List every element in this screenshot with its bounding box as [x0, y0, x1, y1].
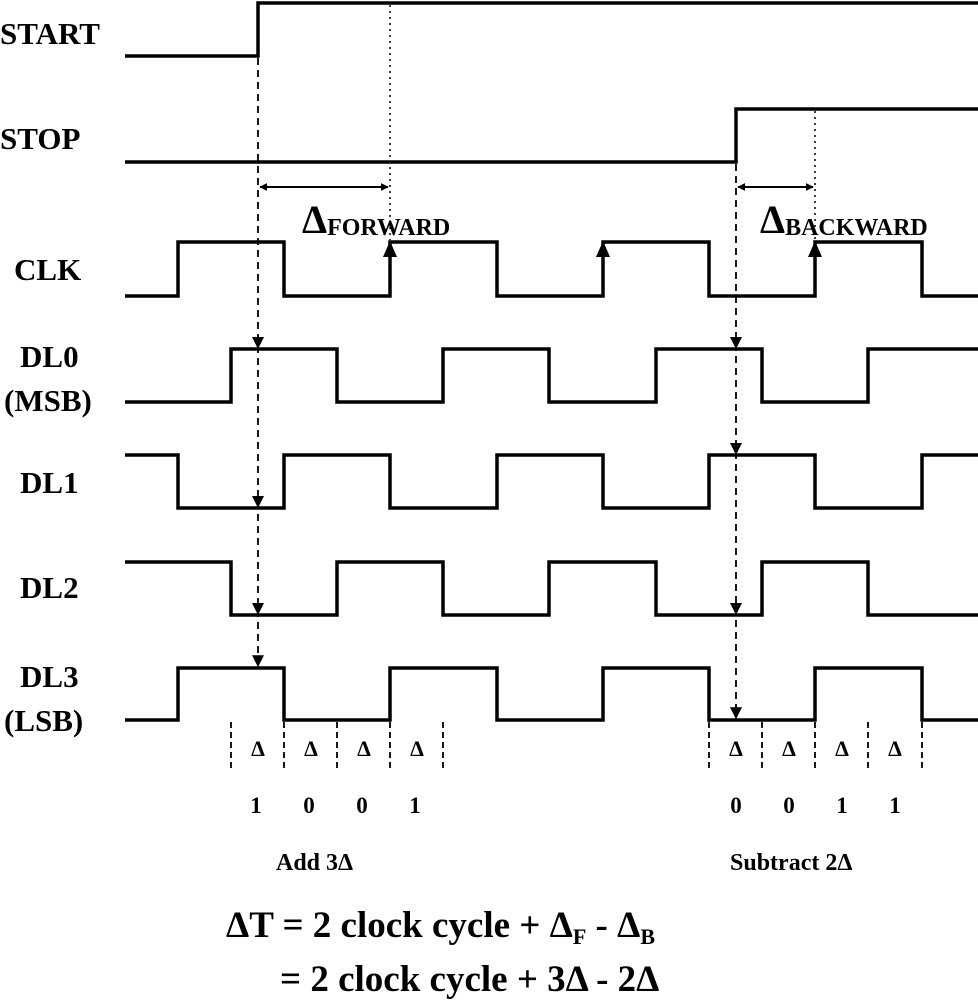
- right-bit: 0: [730, 793, 742, 818]
- equation-line-1: ΔT = 2 clock cycle + ΔF - ΔB: [226, 905, 655, 949]
- interval-delta: Δ: [251, 736, 265, 761]
- left-caption: Add 3Δ: [276, 850, 353, 876]
- clk-waveform: [125, 240, 978, 298]
- dl0-label: DL0: [20, 339, 79, 374]
- right-caption: Subtract 2Δ: [730, 850, 852, 876]
- left-bit: 0: [356, 793, 368, 818]
- left-bit: 1: [409, 793, 421, 818]
- stop-arrowhead-dl1: [730, 443, 742, 455]
- dl3-waveform: [125, 666, 978, 722]
- interval-delta: Δ: [782, 736, 796, 761]
- left-bit: 0: [303, 793, 315, 818]
- clk-edge-arrow-2: [596, 241, 610, 257]
- clk-edge-arrow-1: [383, 241, 397, 257]
- dl0-waveform: [125, 347, 978, 404]
- start-label: START: [0, 16, 100, 51]
- right-bit: 1: [836, 793, 848, 818]
- start-arrowhead-dl2: [252, 603, 264, 615]
- dl3-sublabel: (LSB): [4, 703, 83, 738]
- clk-label: CLK: [14, 252, 81, 287]
- interval-delta: Δ: [410, 736, 424, 761]
- dl2-waveform: [125, 560, 978, 617]
- equation-line-2: = 2 clock cycle + 3Δ - 2Δ: [280, 959, 659, 1000]
- interval-delta: Δ: [357, 736, 371, 761]
- dl2-label: DL2: [20, 570, 79, 605]
- clk-edge-arrow-3: [808, 241, 822, 257]
- start-waveform: [125, 1, 978, 58]
- left-bit: 1: [250, 793, 262, 818]
- interval-delta: Δ: [888, 736, 902, 761]
- stop-arrowhead-dl2: [730, 603, 742, 615]
- stop-label: STOP: [0, 121, 80, 156]
- interval-delta: Δ: [729, 736, 743, 761]
- forward-delta-label: ΔFORWARD: [302, 197, 450, 242]
- interval-delta: Δ: [304, 736, 318, 761]
- backward-delta-label: ΔBACKWARD: [760, 197, 928, 242]
- stop-waveform: [125, 107, 978, 164]
- dl0-sublabel: (MSB): [4, 383, 92, 418]
- start-arrowhead-dl1: [252, 496, 264, 508]
- right-bit: 0: [783, 793, 795, 818]
- start-arrowhead-dl0: [252, 337, 264, 349]
- dl1-label: DL1: [20, 465, 79, 500]
- dl3-label: DL3: [20, 659, 79, 694]
- stop-arrowhead-dl0: [730, 337, 742, 349]
- dl1-waveform: [125, 453, 978, 510]
- right-bit: 1: [889, 793, 901, 818]
- interval-delta: Δ: [835, 736, 849, 761]
